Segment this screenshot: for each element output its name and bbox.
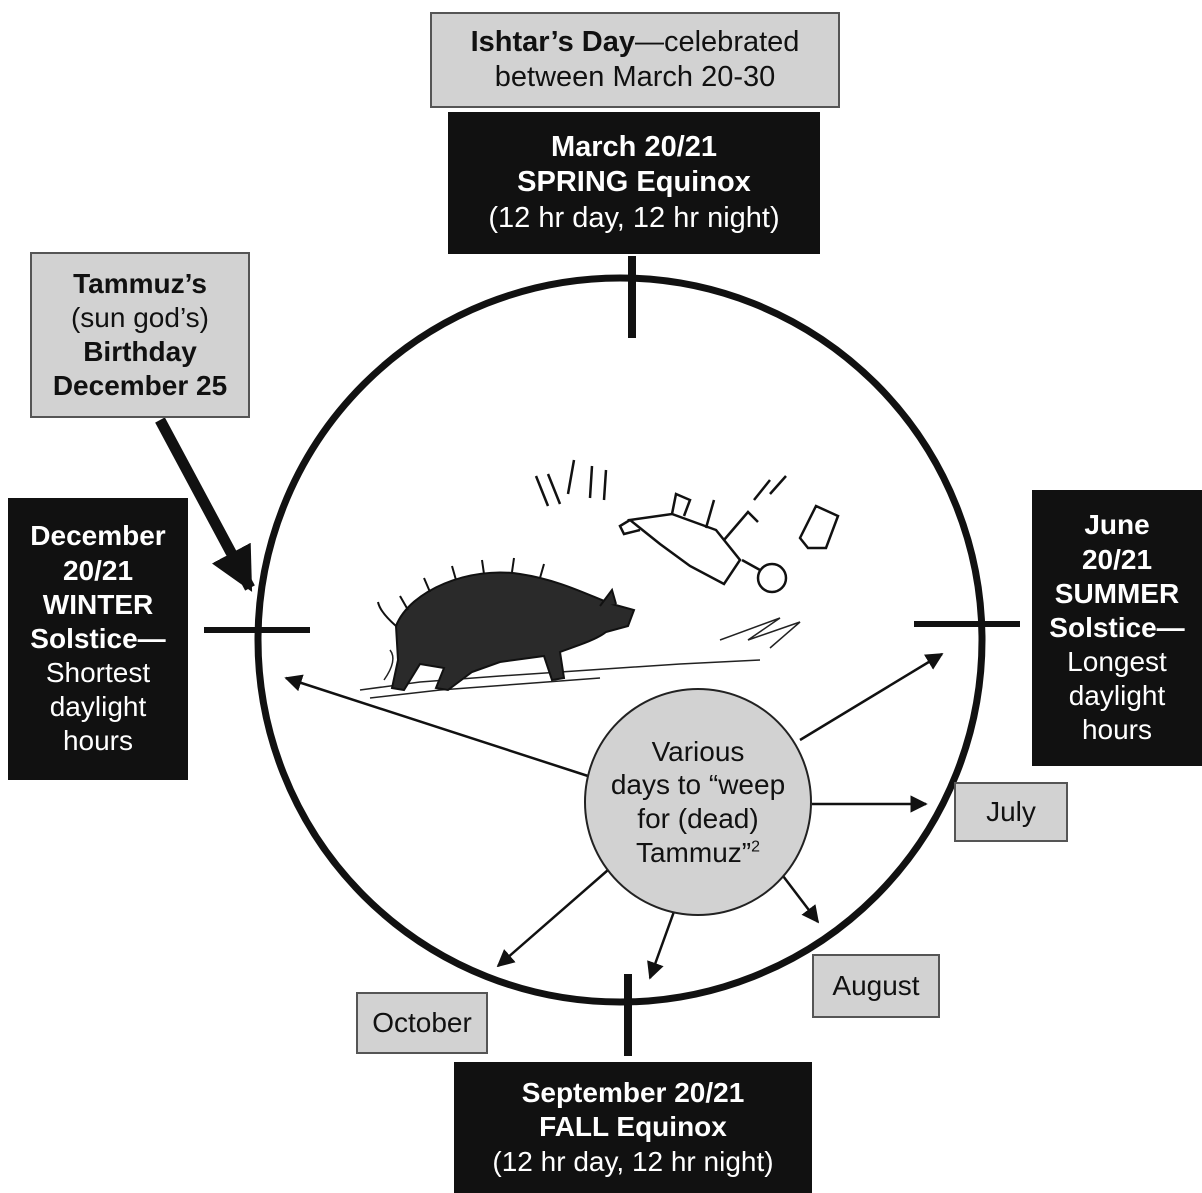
month-october: October (356, 992, 488, 1054)
tammuz-birthday-line1: Tammuz’s (73, 267, 207, 299)
ishtars-day-line1: Ishtar’s Day—celebrated (471, 25, 800, 60)
weep-footnote: 2 (751, 838, 761, 856)
winter-line4: Solstice— (30, 622, 166, 654)
ground-sketch (359, 617, 801, 699)
ishtars-day-line2: between March 20-30 (494, 61, 776, 93)
winter-line3: WINTER (42, 588, 154, 620)
ishtars-day-title: Ishtar’s Day (470, 25, 635, 58)
month-august-label: August (832, 969, 920, 1001)
arrow-to-winter (284, 674, 589, 778)
falling-man-illustration (534, 459, 840, 594)
summer-line2: 20/21 (1081, 543, 1153, 575)
summer-line3: SUMMER (1054, 577, 1180, 609)
weep-line4: Tammuz” (635, 836, 752, 868)
summer-line1: June (1084, 509, 1150, 541)
weep-for-tammuz-circle: Various days to “weep for (dead) Tammuz”… (584, 688, 812, 916)
birthday-arrow (155, 417, 255, 592)
fall-date: September 20/21 (521, 1077, 745, 1109)
summer-line6: daylight (1068, 680, 1166, 712)
spring-equinox-box: March 20/21 SPRING Equinox (12 hr day, 1… (448, 112, 820, 254)
fall-name: FALL Equinox (539, 1111, 727, 1143)
weep-line3: for (dead) (637, 803, 759, 834)
arrow-to-october (496, 869, 609, 968)
year-circle (254, 274, 986, 1006)
weep-line1: Various (651, 735, 745, 767)
winter-line7: hours (62, 725, 134, 757)
month-july: July (954, 782, 1068, 842)
month-august: August (812, 954, 940, 1018)
arrow-to-august (779, 871, 820, 924)
tammuz-birthday-line3: Birthday (83, 336, 197, 367)
tammuz-birthday-box: Tammuz’s (sun god’s) Birthday December 2… (30, 252, 250, 418)
ishtars-day-rest: —celebrated (634, 25, 800, 58)
spring-name: SPRING Equinox (517, 166, 751, 199)
summer-line4: Solstice— (1049, 611, 1185, 643)
summer-line7: hours (1081, 714, 1153, 746)
month-october-label: October (372, 1006, 472, 1038)
boar-illustration (377, 557, 636, 692)
winter-line2: 20/21 (62, 554, 134, 586)
month-july-label: July (986, 795, 1036, 827)
ishtars-day-box: Ishtar’s Day—celebrated between March 20… (430, 12, 840, 108)
arrow-to-summer (799, 652, 944, 742)
fall-equinox-box: September 20/21 FALL Equinox (12 hr day,… (454, 1062, 812, 1193)
winter-line5: Shortest (45, 657, 151, 689)
fall-detail: (12 hr day, 12 hr night) (492, 1145, 774, 1177)
spring-detail: (12 hr day, 12 hr night) (488, 201, 780, 234)
summer-solstice-box: June 20/21 SUMMER Solstice— Longest dayl… (1032, 490, 1202, 766)
winter-solstice-box: December 20/21 WINTER Solstice— Shortest… (8, 498, 188, 780)
summer-line5: Longest (1067, 646, 1167, 678)
weep-line4-wrap: Tammuz”2 (636, 836, 760, 870)
winter-line1: December (30, 520, 166, 552)
tammuz-birthday-line4: December 25 (52, 370, 228, 402)
spring-date: March 20/21 (550, 130, 718, 163)
winter-line6: daylight (49, 691, 147, 723)
tammuz-birthday-line2: (sun god’s) (70, 301, 209, 333)
weep-line2: days to “weep (610, 769, 786, 801)
arrow-to-fall (647, 905, 678, 980)
